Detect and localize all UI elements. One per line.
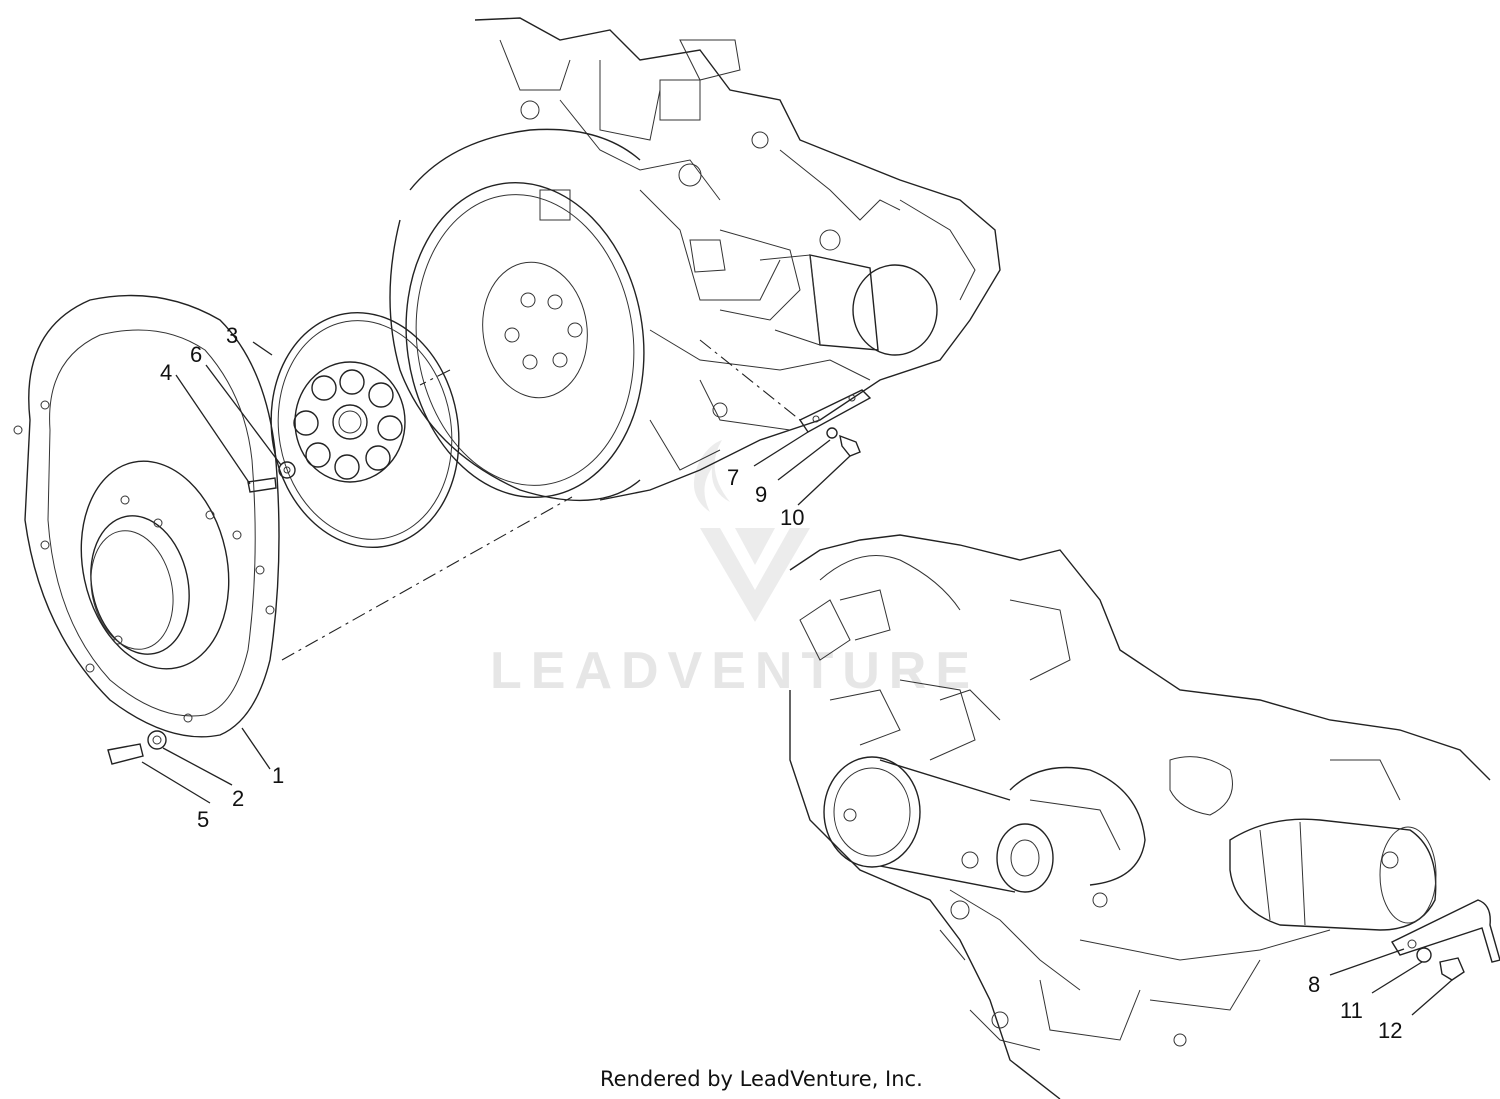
callout-4: 4 [160,360,172,385]
bracket-7 [798,389,872,433]
callout-8: 8 [1308,972,1320,997]
lower-bracket-hardware [1390,899,1500,981]
drive-plate-3 [270,311,460,549]
callout-9: 9 [755,482,767,507]
callout-10: 10 [780,505,804,530]
bolt-4 [247,477,277,493]
callout-2: 2 [232,786,244,811]
washer-9 [826,427,838,439]
adapter-plate-hardware [107,730,167,765]
watermark-logo-icon [693,440,810,622]
washer-6 [278,461,296,479]
leader-lines [141,341,1453,1016]
lower-engine-block [789,534,1491,1099]
callout-5: 5 [197,807,209,832]
washer-2 [147,730,167,750]
bracket-8 [1390,899,1500,963]
alignment-lines [281,339,801,661]
watermark: LEADVENTURE [490,440,979,700]
footer-credit: Rendered by LeadVenture, Inc. [600,1067,923,1091]
callout-6: 6 [190,342,202,367]
bolt-10 [839,434,861,457]
upper-engine-block [389,17,1001,502]
bolt-5 [107,743,144,765]
washer-11 [1416,947,1432,963]
callout-labels: 1 2 3 4 5 6 7 8 9 10 11 12 [160,323,1402,1043]
callout-7: 7 [727,465,739,490]
upper-bracket-hardware [798,389,872,457]
callout-12: 12 [1378,1018,1402,1043]
callout-3: 3 [226,323,238,348]
callout-1: 1 [272,763,284,788]
bolt-12 [1439,957,1465,981]
callout-11: 11 [1340,998,1363,1023]
watermark-text: LEADVENTURE [490,642,979,700]
drive-plate-hardware [247,461,296,493]
adapter-plate-1 [13,294,280,738]
